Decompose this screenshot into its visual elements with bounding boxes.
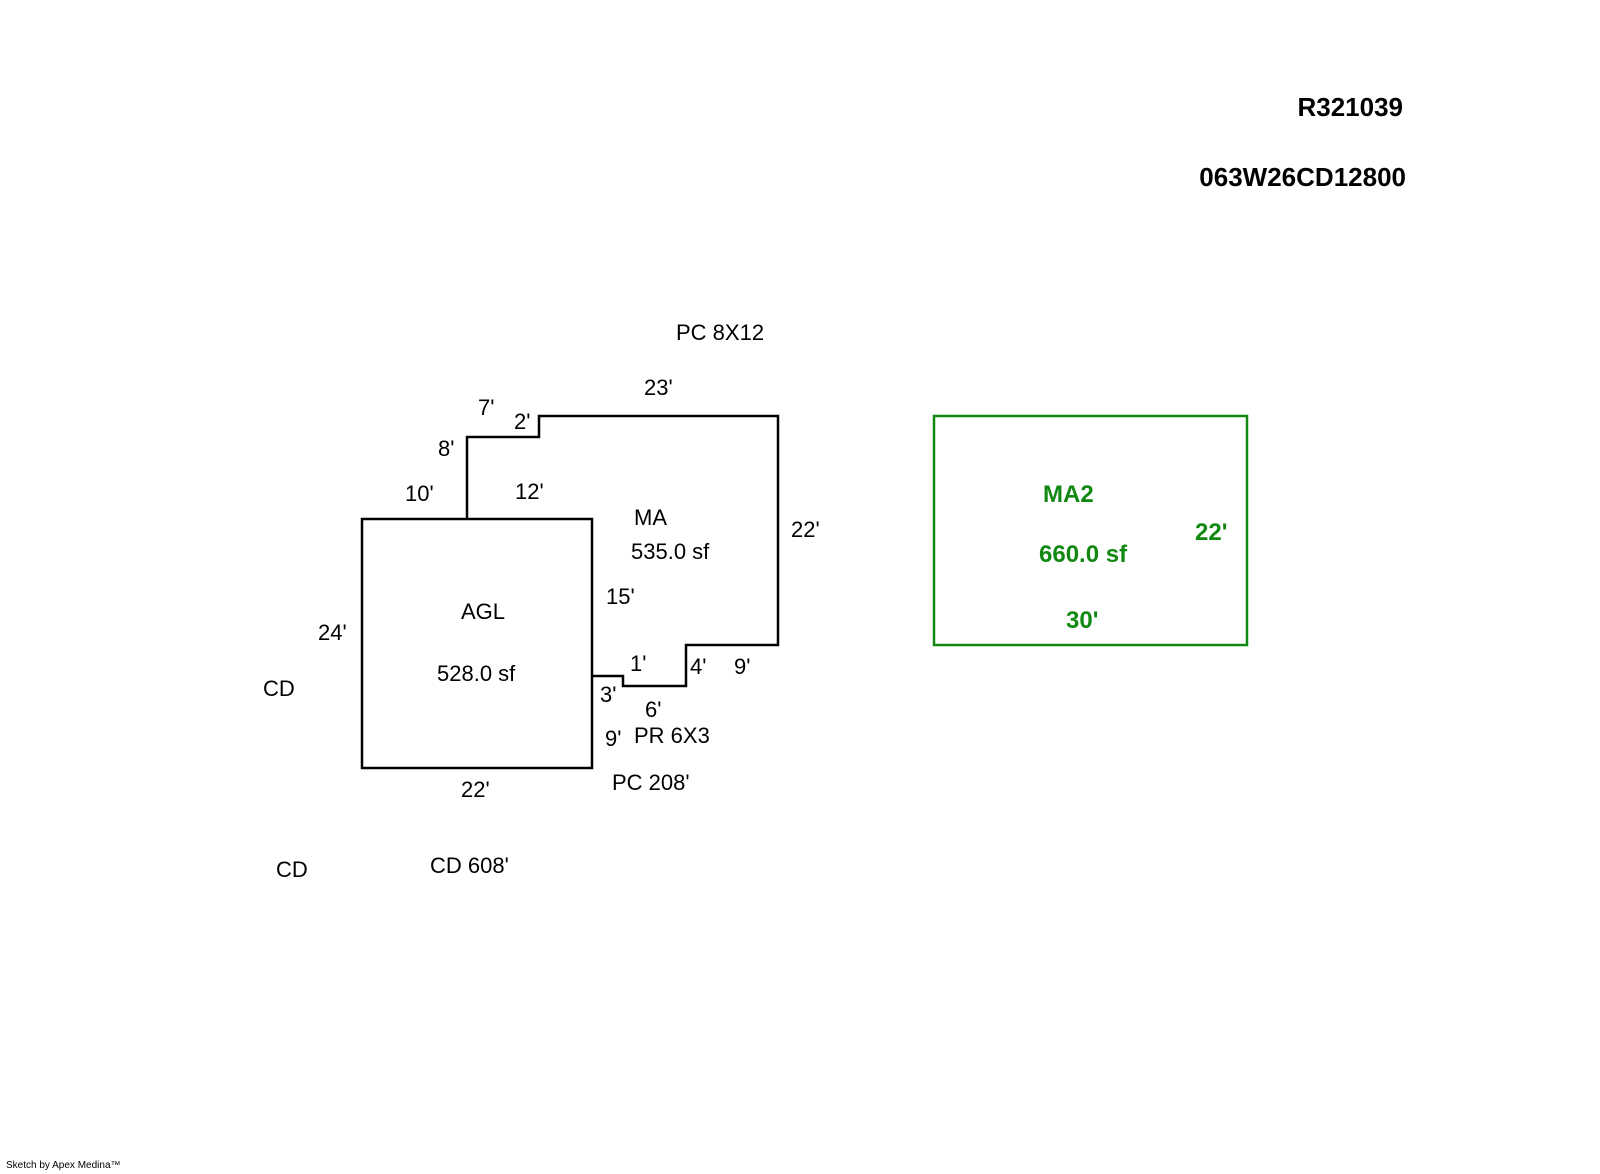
map-tax-lot: 063W26CD12800 bbox=[1199, 162, 1406, 192]
agl-left-dimension: 24' bbox=[318, 620, 347, 645]
ma-step-side-dimension: 2' bbox=[514, 409, 530, 434]
ma-notch-top-dimension: 1' bbox=[630, 651, 646, 676]
ma2-width-dimension: 30' bbox=[1066, 607, 1098, 634]
ma-outline bbox=[465, 414, 780, 688]
ma-notch-side-dimension: 3' bbox=[600, 682, 616, 707]
ma-bottom-dimension: 6' bbox=[645, 697, 661, 722]
porch-label: PR 6X3 bbox=[634, 723, 710, 748]
ma-porch-side-dimension: 9' bbox=[605, 726, 621, 751]
porch-covered-top-label: PC 8X12 bbox=[676, 320, 764, 345]
deck-left-label: CD bbox=[263, 676, 295, 701]
agl-top-dimension: 10' bbox=[405, 481, 434, 506]
agl-area-label: 528.0 sf bbox=[437, 661, 516, 686]
agl-code-label: AGL bbox=[461, 599, 505, 624]
sketch-credit: Sketch by Apex Medina™ bbox=[6, 1160, 121, 1171]
ma2-height-dimension: 22' bbox=[1195, 519, 1227, 546]
ma-step-top-dimension: 7' bbox=[478, 395, 494, 420]
ma2-outline bbox=[932, 414, 1249, 647]
ma-right-dimension: 22' bbox=[791, 517, 820, 542]
ma-lower-right-dimension: 9' bbox=[734, 654, 750, 679]
ma-upper-left-dimension: 8' bbox=[438, 436, 454, 461]
account-id: R321039 bbox=[1297, 92, 1403, 122]
ma-lower-step-dimension: 4' bbox=[690, 654, 706, 679]
ma-inner-left-dimension: 15' bbox=[606, 584, 635, 609]
ma-area-label: 535.0 sf bbox=[631, 539, 710, 564]
porch-covered-bottom-label: PC 208' bbox=[612, 770, 690, 795]
ma-code-label: MA bbox=[634, 505, 667, 530]
ma-top-dimension: 23' bbox=[644, 375, 673, 400]
deck-bottom-left-label: CD bbox=[276, 857, 308, 882]
agl-bottom-dimension: 22' bbox=[461, 777, 490, 802]
ma2-code-label: MA2 bbox=[1043, 481, 1094, 508]
deck-bottom-label: CD 608' bbox=[430, 853, 509, 878]
ma-inner-top-dimension: 12' bbox=[515, 479, 544, 504]
ma2-area-label: 660.0 sf bbox=[1039, 541, 1128, 568]
agl-outline bbox=[360, 517, 594, 770]
